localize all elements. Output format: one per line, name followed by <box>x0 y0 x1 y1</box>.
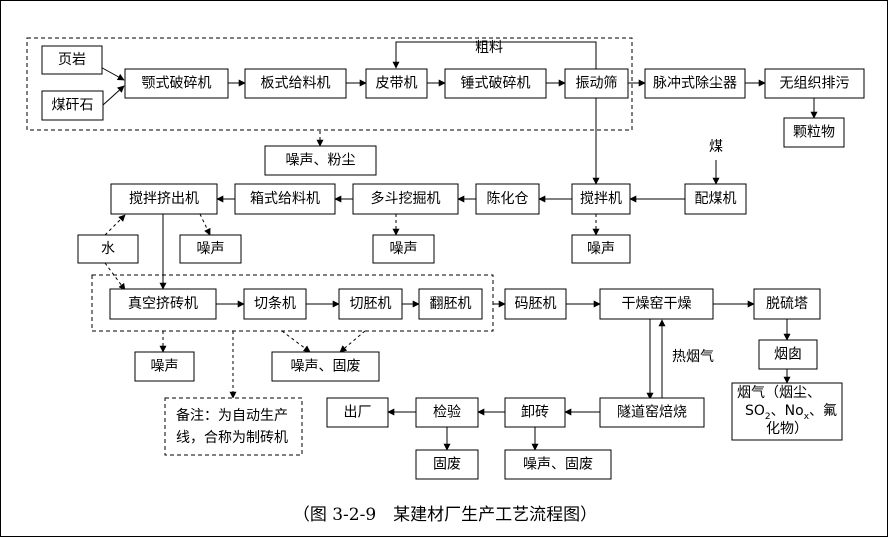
node-shui: 水 <box>77 234 139 264</box>
edge-jiaoban-jichu-noise <box>199 213 211 236</box>
node-qietiao: 切条机 <box>243 288 307 320</box>
svg-text:脱硫塔: 脱硫塔 <box>766 296 808 312</box>
edge-group-noise-waste-a <box>281 330 311 353</box>
svg-text:固废: 固废 <box>433 457 461 473</box>
edges <box>87 41 818 451</box>
node-wuzuzhi: 无组织排污 <box>764 68 865 99</box>
node-peimei: 配煤机 <box>684 183 747 215</box>
svg-text:水: 水 <box>101 241 115 257</box>
svg-text:颚式破碎机: 颚式破碎机 <box>142 76 212 92</box>
node-duodou: 多斗挖掘机 <box>352 183 459 215</box>
svg-text:噪声: 噪声 <box>587 241 615 257</box>
node-zhendong: 振动筛 <box>564 68 629 99</box>
svg-text:切胚机: 切胚机 <box>350 296 392 312</box>
svg-text:箱式给料机: 箱式给料机 <box>250 191 320 207</box>
svg-text:无组织排污: 无组织排污 <box>780 76 850 92</box>
node-noise-waste-2: 噪声、固废 <box>504 449 612 480</box>
label-reyanqi: 热烟气 <box>672 349 714 365</box>
svg-text:页岩: 页岩 <box>58 52 86 68</box>
exhaust-line-2: SO2、Nox、氟 <box>745 403 837 422</box>
svg-text:干燥窑干燥: 干燥窑干燥 <box>622 295 692 312</box>
node-noise-dust: 噪声、粉尘 <box>264 145 377 176</box>
svg-text:噪声、粉尘: 噪声、粉尘 <box>286 153 356 169</box>
node-noise-3: 噪声 <box>571 234 631 264</box>
node-zhenkong: 真空挤砖机 <box>109 288 217 320</box>
node-xiezhuan: 卸砖 <box>504 397 566 428</box>
node-pidai: 皮带机 <box>365 68 428 99</box>
svg-text:板式给料机: 板式给料机 <box>261 76 331 92</box>
node-chenhua: 陈化仓 <box>475 183 540 215</box>
exhaust-line-3: 化物） <box>766 421 808 437</box>
svg-text:多斗挖掘机: 多斗挖掘机 <box>371 190 441 207</box>
node-noise-waste-1: 噪声、固废 <box>271 351 380 382</box>
crushing-group-boundary <box>26 37 633 131</box>
edge-meiganshi-epo <box>102 85 125 106</box>
node-mapi: 码胚机 <box>504 288 567 320</box>
svg-text:噪声、固废: 噪声、固废 <box>523 457 593 473</box>
svg-text:配煤机: 配煤机 <box>695 191 737 207</box>
exhaust-line-1: 烟气（烟尘、 <box>737 385 821 401</box>
svg-text:搅拌挤出机: 搅拌挤出机 <box>129 191 199 207</box>
svg-text:搅拌机: 搅拌机 <box>580 191 622 207</box>
svg-text:卸砖: 卸砖 <box>521 405 549 421</box>
svg-text:振动筛: 振动筛 <box>576 76 618 92</box>
node-xiangshi: 箱式给料机 <box>234 183 336 215</box>
node-exhaust: 烟气（烟尘、 SO2、Nox、氟 化物） <box>731 382 843 441</box>
svg-text:锤式破碎机: 锤式破碎机 <box>461 76 531 92</box>
edge-group-noise-waste-b <box>339 330 366 353</box>
edge-shui-jiaoban-jichu <box>104 214 126 236</box>
svg-text:翻胚机: 翻胚机 <box>430 296 472 312</box>
figure-caption: （图 3-2-9 某建材厂生产工艺流程图） <box>293 505 597 525</box>
note-box: 备注：为自动生产 线，合称为制砖机 <box>164 397 303 456</box>
svg-text:真空挤砖机: 真空挤砖机 <box>128 296 198 312</box>
edge-shui-zhenkong <box>104 262 126 291</box>
brick-machine-group-boundary <box>91 274 494 332</box>
label-mei: 煤 <box>709 139 723 155</box>
node-meiganshi: 煤矸石 <box>41 90 104 121</box>
svg-text:切条机: 切条机 <box>254 295 296 312</box>
node-keli: 颗粒物 <box>783 117 845 148</box>
node-chuchang: 出厂 <box>326 397 389 428</box>
node-yancong: 烟囱 <box>758 339 818 370</box>
svg-text:噪声、固废: 噪声、固废 <box>291 359 361 375</box>
svg-text:噪声: 噪声 <box>151 359 179 375</box>
node-qiepi: 切胚机 <box>338 288 403 320</box>
svg-text:烟囱: 烟囱 <box>774 347 802 363</box>
svg-text:隧道窑焙烧: 隧道窑焙烧 <box>617 404 687 421</box>
svg-text:煤矸石: 煤矸石 <box>52 98 94 114</box>
note-line-1: 备注：为自动生产 <box>176 407 288 424</box>
svg-text:皮带机: 皮带机 <box>376 76 418 92</box>
node-suidao: 隧道窑焙烧 <box>599 397 705 428</box>
node-chuishi: 锤式破碎机 <box>444 68 547 99</box>
svg-text:脉冲式除尘器: 脉冲式除尘器 <box>653 76 737 92</box>
node-fanpi: 翻胚机 <box>418 288 483 320</box>
note-line-2: 线，合称为制砖机 <box>176 430 288 446</box>
node-jianyan: 检验 <box>415 397 479 428</box>
edge-culiao-return <box>392 41 597 69</box>
label-culiao: 粗料 <box>475 40 503 56</box>
node-tuoliu: 脱硫塔 <box>753 288 821 320</box>
svg-text:噪声: 噪声 <box>390 241 418 257</box>
svg-text:陈化仓: 陈化仓 <box>487 190 529 207</box>
node-noise-4: 噪声 <box>134 351 195 382</box>
node-jiaoban-jichu: 搅拌挤出机 <box>110 183 218 215</box>
node-gufei: 固废 <box>415 449 479 480</box>
node-epo: 颚式破碎机 <box>124 68 229 99</box>
nodes: 页岩 煤矸石 颚式破碎机 板式给料机 皮带机 锤式破碎机 振动筛 脉冲式除尘器 <box>41 45 865 480</box>
node-yeyan: 页岩 <box>41 45 103 75</box>
node-maichong: 脉冲式除尘器 <box>644 68 746 99</box>
svg-text:噪声: 噪声 <box>197 241 225 257</box>
node-jiaoban: 搅拌机 <box>571 183 631 215</box>
svg-text:码胚机: 码胚机 <box>515 296 557 312</box>
node-noise-2: 噪声 <box>372 234 435 264</box>
node-banshi: 板式给料机 <box>244 68 347 99</box>
node-noise-1: 噪声 <box>179 234 242 264</box>
svg-text:检验: 检验 <box>433 405 461 421</box>
svg-text:出厂: 出厂 <box>344 405 372 421</box>
node-ganzao: 干燥窑干燥 <box>599 288 714 320</box>
svg-text:颗粒物: 颗粒物 <box>793 125 835 141</box>
